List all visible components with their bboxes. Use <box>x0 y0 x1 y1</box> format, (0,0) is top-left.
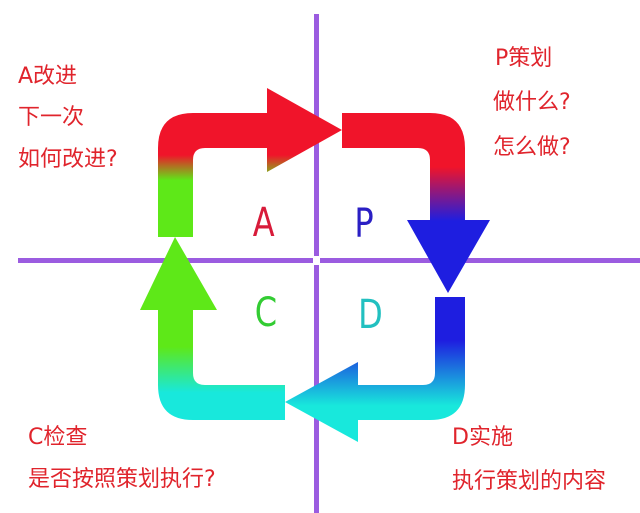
quadrant-letter-p: P <box>354 201 374 247</box>
arrow-act <box>158 88 342 237</box>
act-line-2: 如何改进? <box>18 147 118 172</box>
arrow-plan <box>342 113 490 293</box>
arrow-do <box>285 297 465 442</box>
quadrant-letter-a: A <box>252 200 275 246</box>
quadrant-letter-d: D <box>358 292 383 338</box>
plan-title: P策划 <box>495 46 553 71</box>
horizontal-axis <box>18 258 640 263</box>
check-title: C检查 <box>28 425 88 450</box>
plan-line-2: 怎么做? <box>493 135 571 160</box>
arrow-check <box>140 237 285 420</box>
act-title: A改进 <box>18 64 78 89</box>
quadrant-letter-c: C <box>254 290 278 336</box>
do-line-1: 执行策划的内容 <box>452 469 607 494</box>
do-title: D实施 <box>452 425 513 450</box>
act-line-1: 下一次 <box>18 105 85 130</box>
plan-line-1: 做什么? <box>493 90 571 115</box>
check-line-1: 是否按照策划执行? <box>28 467 216 492</box>
